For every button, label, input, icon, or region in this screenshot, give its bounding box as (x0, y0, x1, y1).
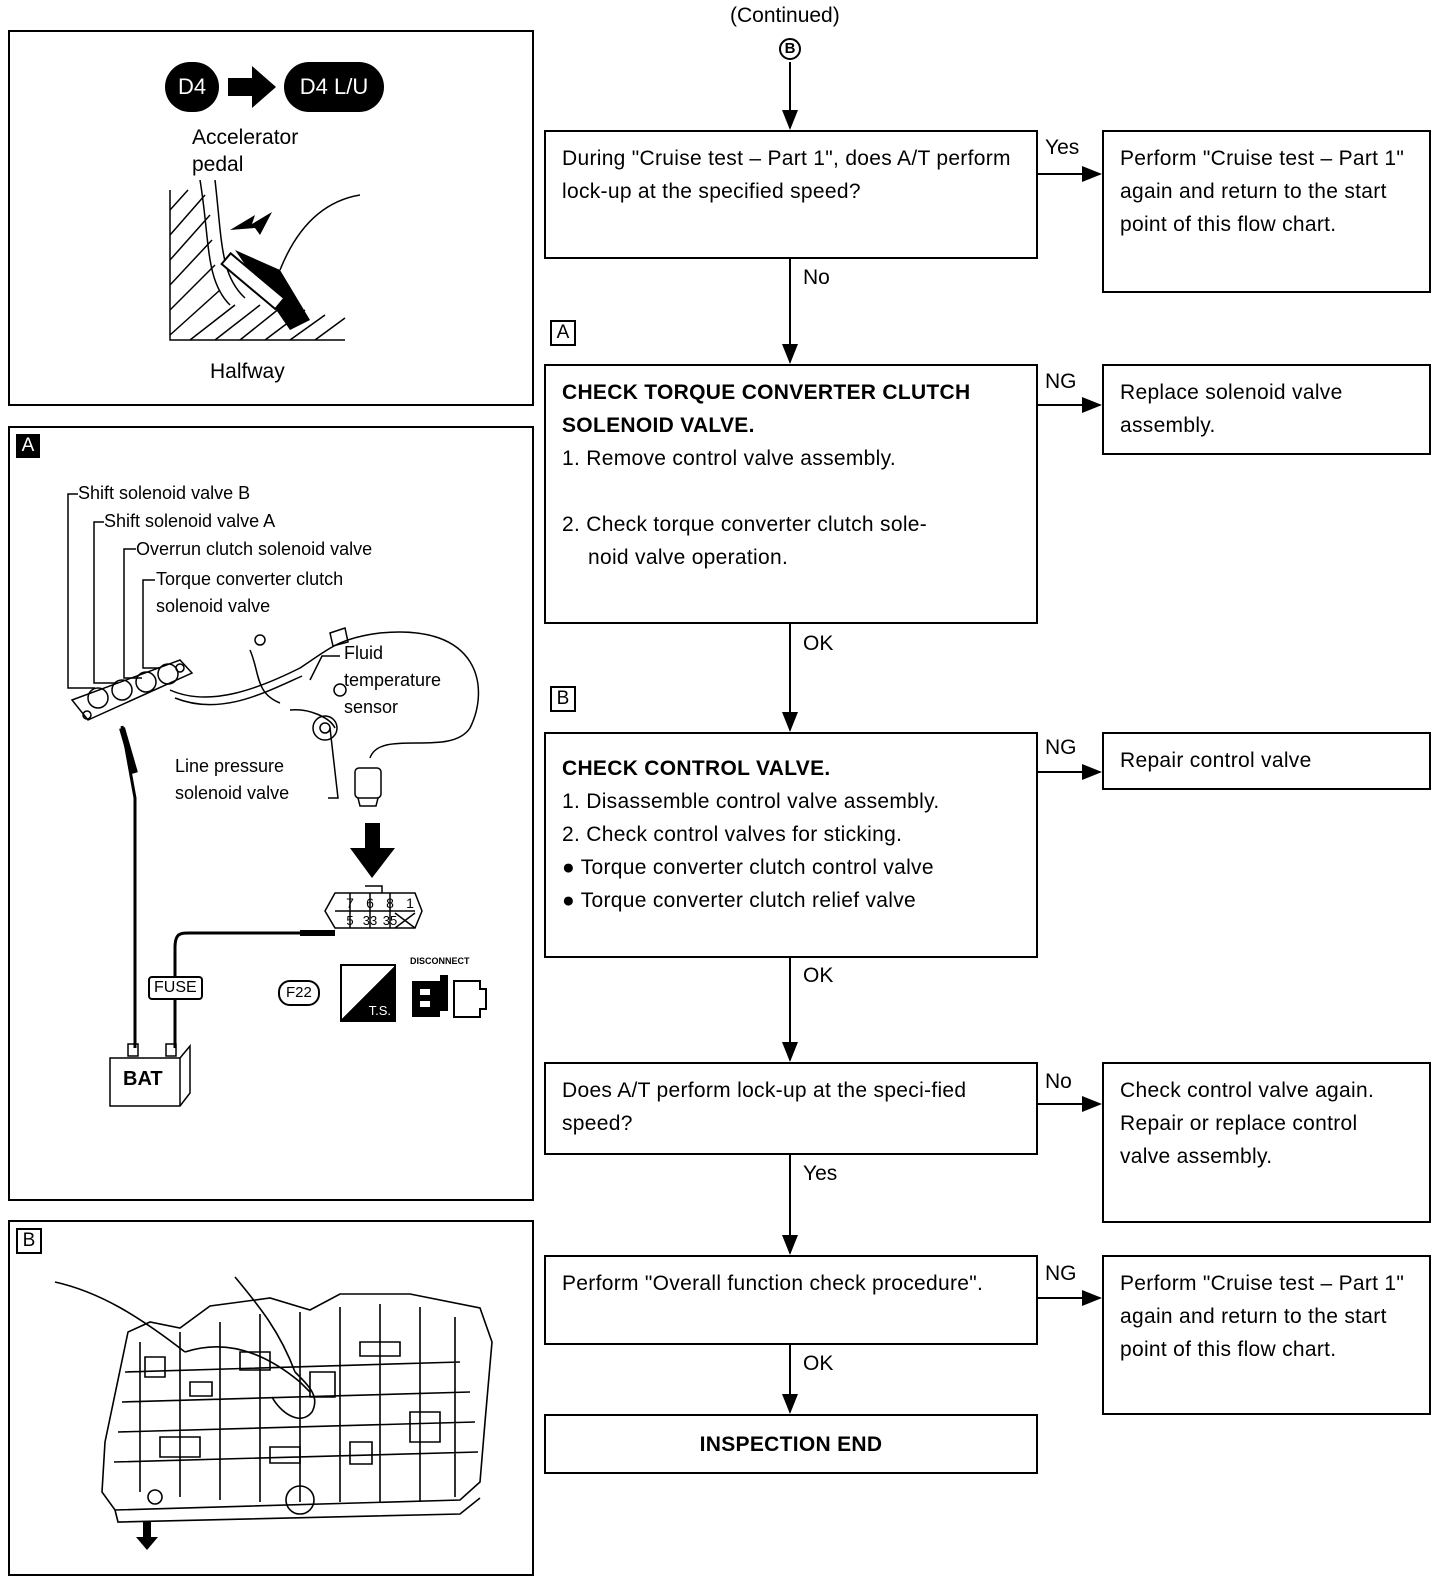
panel-a-wiring-diagram: A (8, 426, 534, 1201)
r1-repeat-cruise-test: Perform "Cruise test – Part 1" again and… (1102, 130, 1431, 293)
d4-badge-label: D4 (177, 74, 207, 99)
continued-label: (Continued) (730, 4, 840, 27)
pin-33: 33 (362, 913, 378, 928)
s1-step1: 1. Remove control valve assembly. (562, 447, 896, 470)
q1-cruise-test-lockup: During "Cruise test – Part 1", does A/T … (544, 130, 1038, 259)
q1-text: During "Cruise test – Part 1", does A/T … (562, 147, 1011, 203)
panel-b-control-valve-illustration: B (8, 1220, 534, 1576)
s3-text: Perform "Overall function check procedur… (562, 1272, 984, 1295)
control-valve-drawing (54, 1276, 493, 1550)
accelerator-pedal-label: Accelerator pedal (192, 126, 299, 176)
r4-line2: Repair or replace control valve assembly… (1120, 1112, 1358, 1168)
flow-tag-b: B (550, 686, 576, 712)
r4-check-control-valve-again: Check control valve again. Repair or rep… (1102, 1062, 1431, 1223)
s2-item-1: 1. Disassemble control valve assembly. (562, 790, 940, 813)
s2-ng-label: NG (1045, 736, 1077, 759)
r1-text: Perform "Cruise test – Part 1" again and… (1120, 147, 1405, 236)
q2-text: Does A/T perform lock-up at the speci-fi… (562, 1079, 967, 1135)
s1-step2-line2: noid valve operation. (588, 546, 789, 569)
d4-badge: D4 (165, 62, 219, 112)
disconnect-label: DISCONNECT (410, 956, 470, 966)
connector-b-circle: B (779, 38, 801, 60)
r3-text: Repair control valve (1120, 749, 1312, 772)
inspection-end: INSPECTION END (544, 1414, 1038, 1474)
battery-label: BAT (123, 1068, 163, 1090)
halfway-label: Halfway (210, 360, 285, 383)
s3-ng-label: NG (1045, 1262, 1077, 1285)
connector-b-label: B (784, 40, 796, 57)
q2-lockup-specified-speed: Does A/T perform lock-up at the speci-fi… (544, 1062, 1038, 1155)
label-line-pressure-sol: solenoid valve (175, 783, 290, 803)
s2-ok-label: OK (803, 964, 834, 987)
label-overrun-clutch-solenoid: Overrun clutch solenoid valve (136, 539, 373, 559)
label-tcc-line2: solenoid valve (156, 596, 271, 616)
f22-badge: F22 (278, 980, 320, 1006)
pin-8: 8 (386, 895, 394, 911)
q1-no-label: No (803, 266, 830, 289)
label-line-pressure: Line pressure (175, 756, 285, 776)
panel-a-tag: A (16, 434, 40, 458)
s2-check-control-valve: CHECK CONTROL VALVE. 1. Disassemble cont… (544, 732, 1038, 958)
s3-ok-label: OK (803, 1352, 834, 1375)
q2-yes-label: Yes (803, 1162, 838, 1185)
q2-no-label: No (1045, 1070, 1072, 1093)
pedal-panel: D4 D4 L/U Accelerator pedal Halfway (8, 30, 534, 406)
d4-lu-badge-label: D4 L/U (299, 74, 369, 99)
r2-text: Replace solenoid valve assembly. (1120, 381, 1343, 437)
s1-title: CHECK TORQUE CONVERTER CLUTCH SOLENOID V… (562, 381, 971, 437)
label-shift-solenoid-a: Shift solenoid valve A (104, 511, 276, 531)
s2-item-3: ● Torque converter clutch control valve (562, 856, 934, 879)
r5-repeat-cruise-test: Perform "Cruise test – Part 1" again and… (1102, 1255, 1431, 1415)
s2-item-4: ● Torque converter clutch relief valve (562, 889, 917, 912)
pin-6: 6 (366, 895, 374, 911)
s2-item-2: 2. Check control valves for sticking. (562, 823, 903, 846)
accelerator-pedal-illustration (169, 180, 360, 341)
r4-line1: Check control valve again. (1120, 1079, 1375, 1102)
r2-replace-solenoid: Replace solenoid valve assembly. (1102, 364, 1431, 455)
pin-7: 7 (346, 895, 354, 911)
fuse-text: FUSE (154, 979, 197, 996)
solenoid-wiring-drawing (67, 493, 480, 1107)
s1-check-tcc-solenoid: CHECK TORQUE CONVERTER CLUTCH SOLENOID V… (544, 364, 1038, 624)
pin-35: 35 (382, 913, 398, 928)
disconnect-connector-icon (412, 975, 487, 1018)
s1-ng-label: NG (1045, 370, 1077, 393)
s1-ok-label: OK (803, 632, 834, 655)
s3-overall-function-check: Perform "Overall function check procedur… (544, 1255, 1038, 1345)
pin-5: 5 (346, 913, 354, 928)
label-tcc-line1: Torque converter clutch (156, 569, 344, 589)
flow-tag-a: A (550, 320, 576, 346)
pin-1: 1 (406, 895, 414, 911)
d4-lu-badge: D4 L/U (284, 62, 384, 112)
fuse-label: FUSE (148, 976, 203, 1000)
s2-title: CHECK CONTROL VALVE. (562, 757, 831, 780)
s1-step2-line1: 2. Check torque converter clutch sole- (562, 513, 928, 536)
panel-b-tag: B (16, 1228, 42, 1254)
r3-repair-control-valve: Repair control valve (1102, 732, 1431, 790)
inspection-end-text: INSPECTION END (699, 1433, 883, 1456)
label-temperature: temperature (344, 670, 442, 690)
label-sensor: sensor (344, 697, 399, 717)
ts-symbol: T.S. (340, 964, 396, 1022)
q1-yes-label: Yes (1045, 136, 1080, 159)
r5-text: Perform "Cruise test – Part 1" again and… (1120, 1272, 1405, 1361)
label-shift-solenoid-b: Shift solenoid valve B (78, 483, 251, 503)
f22-text: F22 (286, 984, 312, 1001)
ts-text: T.S. (368, 1003, 391, 1018)
label-fluid: Fluid (344, 643, 384, 663)
right-arrow-icon (228, 66, 276, 108)
